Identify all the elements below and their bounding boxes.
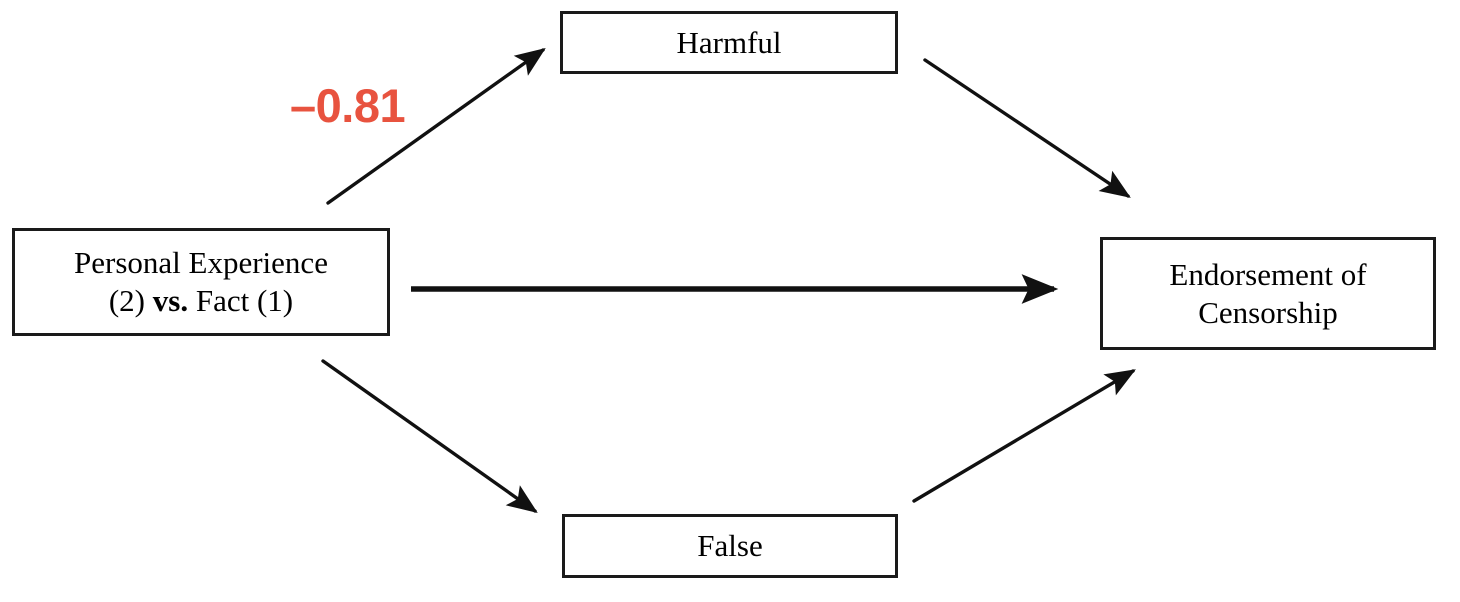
node-outcome-line-1: Endorsement of	[1169, 256, 1367, 292]
node-predictor-line-2-suffix: Fact (1)	[188, 283, 294, 318]
arrow-harmful-to-outcome	[923, 58, 1131, 198]
node-endorsement-of-censorship[interactable]: Endorsement of Censorship	[1100, 237, 1436, 350]
node-outcome-line-2: Censorship	[1198, 294, 1338, 330]
node-predictor-line-2-prefix: (2)	[108, 283, 153, 318]
path-coefficient-label-harmful: –0.81	[290, 79, 406, 132]
arrow-false-to-outcome	[912, 369, 1136, 503]
node-personal-experience-vs-fact[interactable]: Personal Experience (2) vs. Fact (1)	[12, 228, 390, 336]
node-false-label: False	[697, 528, 763, 564]
node-predictor-line-1: Personal Experience	[74, 245, 328, 281]
node-predictor-vs-emphasis: vs.	[152, 283, 189, 318]
node-false[interactable]: False	[562, 514, 898, 578]
node-harmful-label: Harmful	[676, 24, 782, 60]
node-harmful[interactable]: Harmful	[560, 11, 898, 74]
arrow-predictor-to-false	[321, 359, 538, 513]
node-predictor-line-2: (2) vs. Fact (1)	[109, 282, 293, 320]
